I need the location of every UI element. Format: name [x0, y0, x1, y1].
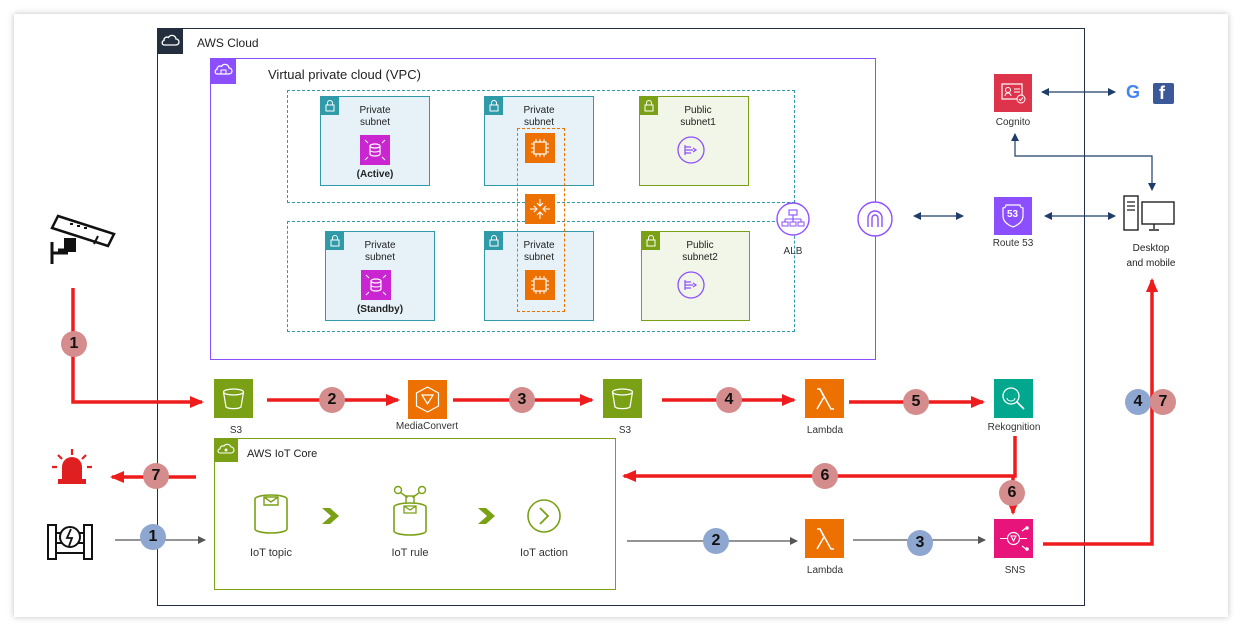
auto-scaling-group [517, 128, 565, 312]
subnet-title: Private subnet [359, 105, 391, 128]
alb-label: ALB [783, 246, 803, 257]
lock-icon [640, 97, 658, 115]
rekognition-icon [994, 379, 1033, 418]
step-badge: 7 [1150, 389, 1176, 415]
chevron-right-icon [476, 506, 498, 526]
rds-icon [361, 270, 391, 300]
private-subnet-active: Private subnet (Active) [320, 96, 430, 186]
iot-core-group [214, 438, 616, 590]
sns-label: SNS [1004, 565, 1026, 576]
lock-icon [485, 232, 503, 250]
mediaconvert-icon [408, 380, 447, 419]
route53-label: Route 53 [992, 238, 1034, 249]
alb-icon [775, 201, 811, 237]
step-badge: 6 [812, 463, 838, 489]
lambda-label: Lambda [806, 425, 844, 436]
flow-sns-to-desktop [1043, 278, 1158, 546]
lock-icon [321, 97, 339, 115]
facebook-letter: f [1159, 83, 1165, 103]
subnet-caption: (Standby) [356, 304, 404, 315]
public-subnet-2: Public subnet2 [641, 231, 750, 321]
step-badge: 3 [509, 387, 535, 413]
private-subnet-standby: Private subnet (Standby) [325, 231, 435, 321]
ec2-instance-icon [525, 133, 555, 163]
subnet-caption: (Active) [356, 169, 394, 180]
nat-gateway-icon [676, 270, 706, 300]
nat-gateway-icon [676, 135, 706, 165]
lock-icon [326, 232, 344, 250]
s3-label: S3 [229, 425, 243, 436]
security-camera-icon [48, 210, 118, 268]
lock-icon [485, 97, 503, 115]
s3-label: S3 [618, 425, 632, 436]
internet-gateway-icon [856, 200, 894, 238]
subnet-title: Private subnet [523, 240, 555, 263]
subnet-title: Public subnet2 [682, 240, 718, 263]
aws-cloud-group [157, 28, 1085, 606]
iot-rule-label: IoT rule [391, 547, 429, 559]
sns-icon [994, 519, 1033, 558]
s3-bucket-icon [603, 379, 642, 418]
step-badge: 5 [903, 389, 929, 415]
step-badge: 6 [999, 480, 1025, 506]
desktop-icon [1120, 192, 1180, 234]
subnet-title: Public subnet1 [680, 105, 716, 128]
step-badge: 4 [716, 387, 742, 413]
iot-action-icon [525, 497, 563, 535]
sensor-fence-icon [44, 517, 96, 563]
route53-icon: 53 [994, 197, 1032, 235]
diagram-card [14, 14, 1228, 617]
step-badge: 7 [143, 463, 169, 489]
step-badge: 1 [140, 524, 166, 550]
iot-rule-icon [390, 485, 430, 537]
auto-scaling-icon [525, 194, 555, 224]
mediaconvert-label: MediaConvert [395, 421, 459, 432]
link-cognito-desktop [1011, 133, 1156, 191]
iot-core-title: AWS IoT Core [247, 448, 318, 460]
siren-icon [50, 447, 94, 487]
aws-cloud-label: AWS Cloud [197, 36, 259, 50]
step-badge: 2 [703, 528, 729, 554]
cognito-label: Cognito [995, 117, 1031, 128]
aws-cloud-icon [157, 28, 183, 54]
public-subnet-1: Public subnet1 [639, 96, 749, 186]
vpc-label: Virtual private cloud (VPC) [268, 67, 421, 82]
lambda-icon [805, 519, 844, 558]
lambda-icon [805, 379, 844, 418]
flow-rekognition-to-iot [622, 436, 1017, 482]
s3-bucket-icon [214, 379, 253, 418]
ec2-instance-icon [525, 270, 555, 300]
vpc-icon [210, 58, 236, 84]
iot-topic-label: IoT topic [250, 547, 292, 559]
subnet-title: Private subnet [364, 240, 396, 263]
desktop-label: Desktop and mobile [1126, 243, 1176, 269]
step-badge: 1 [61, 331, 87, 357]
lock-icon [642, 232, 660, 250]
iot-core-icon [214, 438, 238, 462]
facebook-logo: f [1153, 83, 1174, 104]
step-badge: 2 [319, 387, 345, 413]
lambda-label: Lambda [806, 565, 844, 576]
chevron-right-icon [320, 506, 342, 526]
iot-action-label: IoT action [519, 547, 569, 559]
step-badge: 4 [1125, 389, 1151, 415]
iot-topic-icon [251, 493, 291, 535]
google-logo: G [1125, 82, 1140, 102]
rekognition-label: Rekognition [987, 422, 1041, 433]
rds-icon [360, 135, 390, 165]
route53-badge-text: 53 [1007, 209, 1019, 220]
step-badge: 3 [907, 530, 933, 556]
subnet-title: Private subnet [523, 105, 555, 128]
cognito-icon [994, 74, 1032, 112]
flow-camera-to-s3 [71, 288, 204, 408]
